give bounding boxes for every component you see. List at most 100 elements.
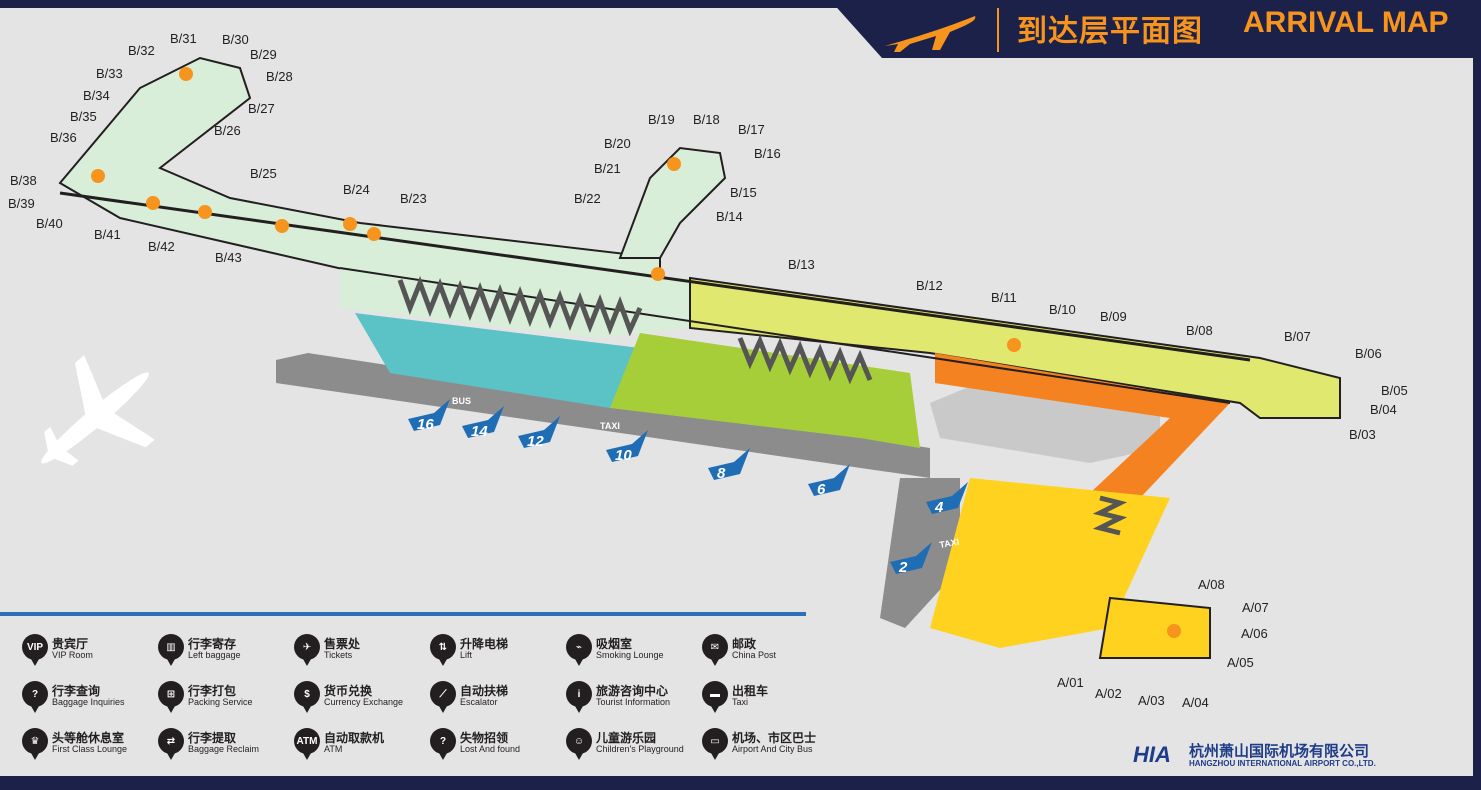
legend-label-en: Taxi bbox=[732, 697, 749, 707]
gate-label-b24: B/24 bbox=[343, 182, 370, 197]
legend-label-cn: 行李查询 bbox=[52, 684, 101, 698]
legend-label-cn: 机场、市区巴士 bbox=[732, 731, 817, 745]
pier-a bbox=[1098, 596, 1211, 659]
legend-label-en: Lift bbox=[460, 650, 473, 660]
left-baggage-icon: ▥ bbox=[158, 634, 184, 666]
legend-label-cn: 行李打包 bbox=[188, 684, 237, 698]
gate-label-a05: A/05 bbox=[1227, 655, 1254, 670]
gate-label-b34: B/34 bbox=[83, 88, 110, 103]
gate-label-b32: B/32 bbox=[128, 43, 155, 58]
company-name-cn: 杭州萧山国际机场有限公司 bbox=[1189, 743, 1370, 760]
legend-label-cn: 邮政 bbox=[732, 637, 757, 651]
atm-icon: ATM bbox=[294, 728, 320, 760]
gate-label-b10: B/10 bbox=[1049, 302, 1076, 317]
hia-logo-mark: HIA bbox=[1133, 742, 1171, 767]
gate-label-a08: A/08 bbox=[1198, 577, 1225, 592]
toilet-icon bbox=[275, 219, 289, 233]
toilet-icon bbox=[91, 169, 105, 183]
exit-marker-12: 12 bbox=[518, 416, 560, 450]
tourist-information-icon: i bbox=[566, 681, 592, 713]
gate-label-b33: B/33 bbox=[96, 66, 123, 81]
legend-label-cn: 出租车 bbox=[732, 684, 769, 698]
legend-label-cn: 儿童游乐园 bbox=[596, 731, 657, 745]
corridor-line-mid bbox=[339, 267, 1231, 404]
gate-label-b42: B/42 bbox=[148, 239, 175, 254]
legend-label-en: Left baggage bbox=[188, 650, 241, 660]
packing-service-icon: ⊞ bbox=[158, 681, 184, 713]
road-lower bbox=[276, 353, 930, 478]
legend-label-en: Children's Playground bbox=[596, 744, 684, 754]
baggage-belt-west bbox=[397, 276, 643, 337]
gate-label-b18: B/18 bbox=[693, 112, 720, 127]
arrival-hall-central bbox=[610, 333, 920, 448]
legend-label-cn: 自动取款机 bbox=[324, 731, 385, 745]
legend-label-cn: 行李提取 bbox=[188, 731, 237, 745]
gate-label-b25: B/25 bbox=[250, 166, 277, 181]
legend-label-cn: 自动扶梯 bbox=[460, 684, 509, 698]
legend-label-cn: 旅游咨询中心 bbox=[596, 684, 669, 698]
taxi-icon: ▬ bbox=[702, 681, 728, 713]
legend-label-en: China Post bbox=[732, 650, 777, 660]
exit-marker-4: 4 bbox=[926, 482, 968, 516]
gate-label-b06: B/06 bbox=[1355, 346, 1382, 361]
gate-label-b30: B/30 bbox=[222, 32, 249, 47]
legend-label-en: Baggage Inquiries bbox=[52, 697, 125, 707]
airport-logo: HIA 杭州萧山国际机场有限公司 HANGZHOU INTERNATIONAL … bbox=[1133, 738, 1393, 774]
gate-label-b38: B/38 bbox=[10, 173, 37, 188]
gate-label-b39: B/39 bbox=[8, 196, 35, 211]
china-post-icon: ✉ bbox=[702, 634, 728, 666]
gate-label-b28: B/28 bbox=[266, 69, 293, 84]
exit-marker-8: 8 bbox=[708, 448, 750, 482]
gate-label-b26: B/26 bbox=[214, 123, 241, 138]
corridor-line-west bbox=[59, 191, 1251, 362]
exit-marker-16: 16 bbox=[408, 399, 450, 433]
gate-label-a01: A/01 bbox=[1057, 675, 1084, 690]
road-loop bbox=[930, 378, 1160, 463]
taxi-label-central: TAXI bbox=[600, 421, 620, 431]
tickets-icon: ✈ bbox=[294, 634, 320, 666]
gate-label-a04: A/04 bbox=[1182, 695, 1209, 710]
legend-label-en: ATM bbox=[324, 744, 343, 754]
gate-label-b23: B/23 bbox=[400, 191, 427, 206]
smoking-lounge-icon: ⌁ bbox=[566, 634, 592, 666]
gate-label-b03: B/03 bbox=[1349, 427, 1376, 442]
baggage-hall-west bbox=[355, 313, 640, 408]
gate-label-b27: B/27 bbox=[248, 101, 275, 116]
legend-divider bbox=[0, 612, 806, 616]
gate-label-b29: B/29 bbox=[250, 47, 277, 62]
legend-label-en: Smoking Lounge bbox=[596, 650, 664, 660]
legend-label-en: Packing Service bbox=[188, 697, 253, 707]
gate-label-b04: B/04 bbox=[1370, 402, 1397, 417]
gate-label-b11: B/11 bbox=[991, 290, 1017, 305]
legend-label-cn: 失物招领 bbox=[460, 731, 509, 745]
exit-number: 4 bbox=[934, 499, 944, 516]
legend-label-cn: 头等舱休息室 bbox=[52, 731, 125, 745]
company-name-en: HANGZHOU INTERNATIONAL AIRPORT CO.,LTD. bbox=[1189, 759, 1376, 768]
legend-label-en: Currency Exchange bbox=[324, 697, 404, 707]
exit-number: 16 bbox=[417, 416, 434, 433]
legend-label-cn: 升降电梯 bbox=[460, 637, 509, 651]
gate-label-b31: B/31 bbox=[170, 31, 197, 46]
vip-corridor bbox=[935, 353, 1230, 498]
legend-label-en: Lost And found bbox=[460, 744, 521, 754]
gate-label-b20: B/20 bbox=[604, 136, 631, 151]
exit-marker-6: 6 bbox=[808, 464, 850, 498]
toilet-icon bbox=[1167, 624, 1181, 638]
first-class-lounge-icon: ♛ bbox=[22, 728, 48, 760]
gate-label-b09: B/09 bbox=[1100, 309, 1127, 324]
airplane-icon bbox=[41, 355, 155, 466]
lift-icon: ⇅ bbox=[430, 634, 456, 666]
exit-number: 6 bbox=[817, 481, 826, 498]
